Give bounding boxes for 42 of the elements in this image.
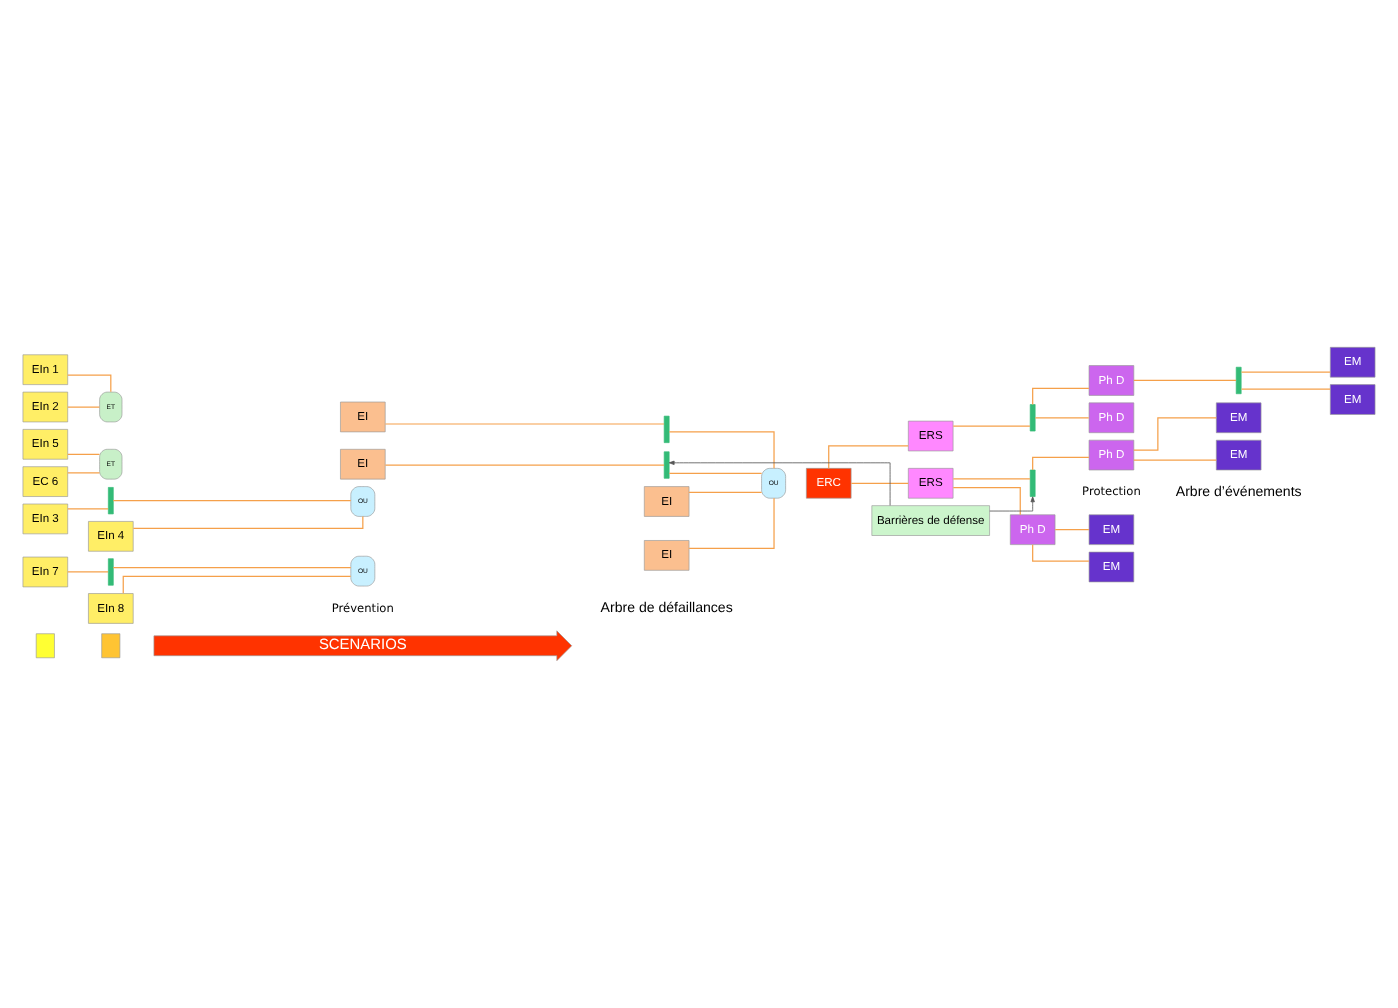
connector: [384, 464, 665, 466]
arrow: [668, 460, 891, 506]
connector: [1133, 459, 1217, 461]
connector: [850, 482, 909, 484]
connector: [1133, 379, 1237, 382]
connector: [67, 472, 101, 474]
node-bar: [663, 451, 670, 479]
connector: [1032, 544, 1090, 562]
connector: [122, 575, 352, 594]
connector: [952, 478, 1031, 480]
connector: [1032, 387, 1090, 406]
arrow: [989, 496, 1035, 512]
connector: [952, 487, 1021, 516]
connector: [952, 425, 1031, 427]
connector: [67, 374, 112, 393]
connector: [67, 571, 109, 573]
connector: [112, 566, 352, 569]
node-bar: [1029, 404, 1036, 432]
node-box: [101, 633, 121, 659]
connector: [132, 515, 364, 530]
connector: [1054, 529, 1090, 531]
connector: [1240, 371, 1331, 373]
node-bar: [663, 415, 670, 443]
node-bar: [1235, 366, 1242, 395]
connector: [384, 423, 665, 425]
connector: [668, 431, 775, 469]
node-box: [35, 633, 55, 659]
connector: [1032, 456, 1090, 471]
node-bar: [108, 487, 114, 515]
node-bar: [1029, 469, 1036, 497]
connector: [688, 497, 775, 549]
connector: [67, 406, 101, 408]
connector: [828, 445, 909, 469]
connector: [1034, 417, 1090, 419]
connector: [688, 491, 763, 493]
connector: [668, 472, 763, 474]
connector: [1240, 388, 1331, 390]
node-bar: [108, 558, 114, 586]
connector: [67, 508, 109, 510]
connector: [67, 453, 101, 455]
connector: [1133, 417, 1217, 451]
connector: [112, 500, 352, 502]
